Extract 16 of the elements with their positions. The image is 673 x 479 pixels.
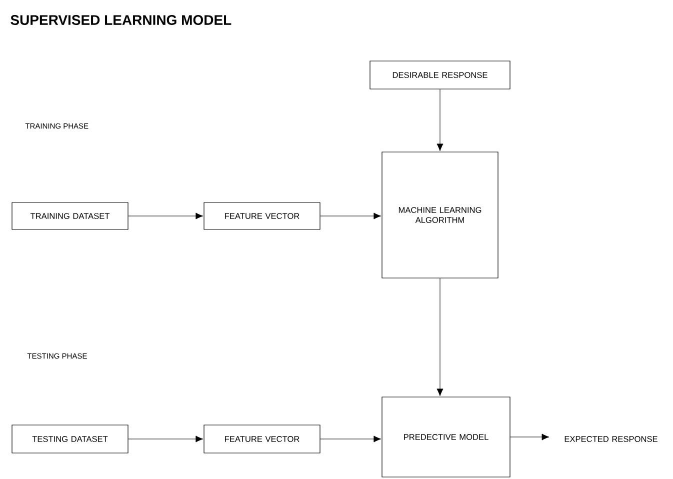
arrow <box>320 212 382 220</box>
arrow <box>320 436 382 442</box>
process-box: FEATURE VECTOR <box>204 202 320 230</box>
process-box: MACHINE LEARNING ALGORITHM <box>382 152 498 278</box>
arrow <box>436 89 444 152</box>
process-box: DESIRABLE RESPONSE <box>370 60 510 90</box>
process-box: PREDECTIVE MODEL <box>382 396 510 478</box>
output-text: EXPECTED RESPONSE <box>564 436 658 442</box>
arrow <box>128 212 204 220</box>
title: SUPERVISED LEARNING MODEL <box>10 15 232 25</box>
arrow <box>436 278 444 396</box>
process-box: TRAINING DATASET <box>12 202 128 230</box>
arrow <box>510 434 550 440</box>
arrow <box>128 436 204 442</box>
process-box: FEATURE VECTOR <box>204 424 320 454</box>
process-box: TESTING DATASET <box>12 424 128 454</box>
